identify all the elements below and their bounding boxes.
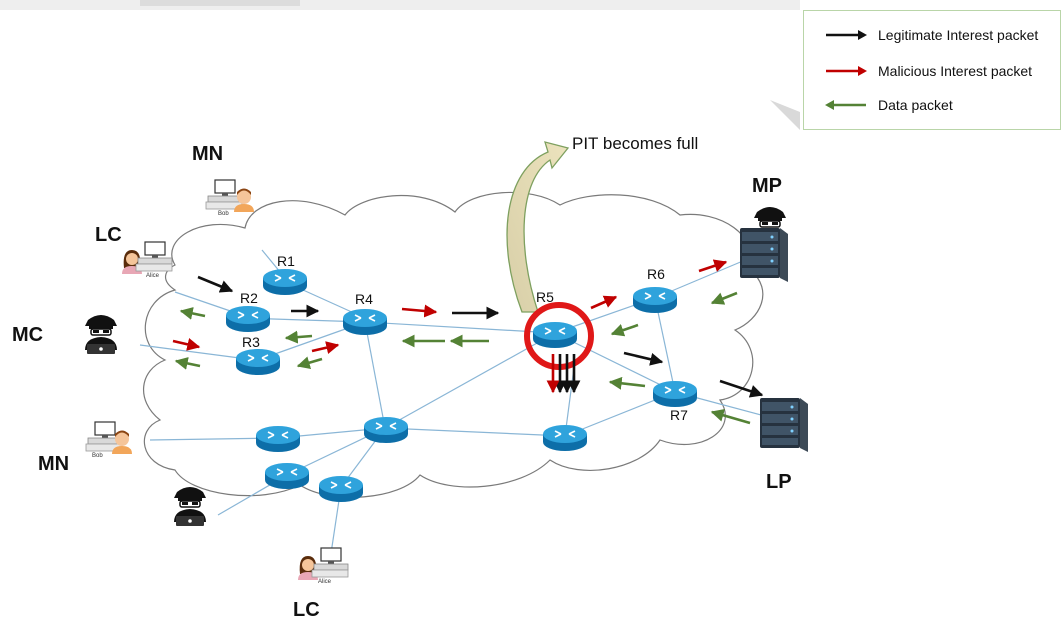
legend-item-data: Data packet (824, 95, 953, 115)
router-icon-r3 (235, 348, 281, 376)
node-label-lp: LP (766, 471, 792, 493)
router-icon (318, 475, 364, 503)
top-strip (0, 0, 800, 10)
router-label-r5: R5 (536, 289, 554, 305)
router-label-r7: R7 (670, 407, 688, 423)
desktop-user-icon-alice-left: Alice (122, 241, 173, 279)
router-icon-r4 (342, 308, 388, 336)
router-label-r4: R4 (355, 291, 373, 307)
decor-shadow (770, 100, 800, 130)
router-icon (255, 425, 301, 453)
legend: Legitimate Interest packet Malicious Int… (803, 10, 1061, 130)
router-icon-r7 (652, 380, 698, 408)
top-strip-dark (140, 0, 300, 6)
bob-label: Bob (92, 453, 103, 459)
legend-label-data: Data packet (878, 97, 953, 113)
node-label-mp: MP (752, 175, 782, 197)
router-icon (542, 424, 588, 452)
node-label-mc: MC (12, 324, 43, 346)
node-label-lc-left: LC (95, 224, 122, 246)
green-arrow-icon (825, 100, 866, 110)
router-label-r2: R2 (240, 290, 258, 306)
black-arrow-icon (826, 30, 867, 40)
desktop-user-icon-bob-top: Bob (205, 179, 254, 217)
alice-label: Alice (146, 273, 160, 279)
router-icon-r1 (262, 268, 308, 296)
router-icon-r2 (225, 305, 271, 333)
bob-label: Bob (218, 211, 229, 217)
server-icon-mp (740, 228, 788, 282)
router-icon-r6 (632, 286, 678, 314)
router-label-r6: R6 (647, 266, 665, 282)
server-icon-lp (760, 398, 808, 452)
router-label-r1: R1 (277, 253, 295, 269)
hacker-icon-bottom (173, 486, 207, 527)
node-label-lc-bottom: LC (293, 599, 320, 620)
alice-label: Alice (318, 579, 332, 585)
desktop-user-icon-bob-bottom: Bob (85, 421, 132, 459)
malicious-interest-arrows (172, 259, 728, 394)
network-cloud (143, 191, 764, 498)
legitimate-interest-arrows (197, 275, 764, 398)
router-icon (363, 416, 409, 444)
pit-full-callout-arrow (506, 141, 570, 313)
node-label-mn-top: MN (192, 143, 223, 165)
desktop-user-icon-alice-bottom: Alice (298, 547, 349, 585)
data-packet-arrows (174, 291, 751, 425)
red-arrow-icon (826, 66, 867, 76)
legend-item-malicious: Malicious Interest packet (824, 61, 1032, 81)
hacker-icon-mc (84, 314, 118, 355)
router-label-r3: R3 (242, 334, 260, 350)
router-icon-r5 (532, 321, 578, 349)
node-label-mn-bottom: MN (38, 453, 69, 475)
legend-label-malicious: Malicious Interest packet (878, 63, 1033, 79)
pit-full-label: PIT becomes full (572, 134, 698, 153)
router-icon (264, 462, 310, 490)
legend-item-legitimate: Legitimate Interest packet (824, 25, 1038, 45)
legend-label-legitimate: Legitimate Interest packet (878, 27, 1039, 43)
